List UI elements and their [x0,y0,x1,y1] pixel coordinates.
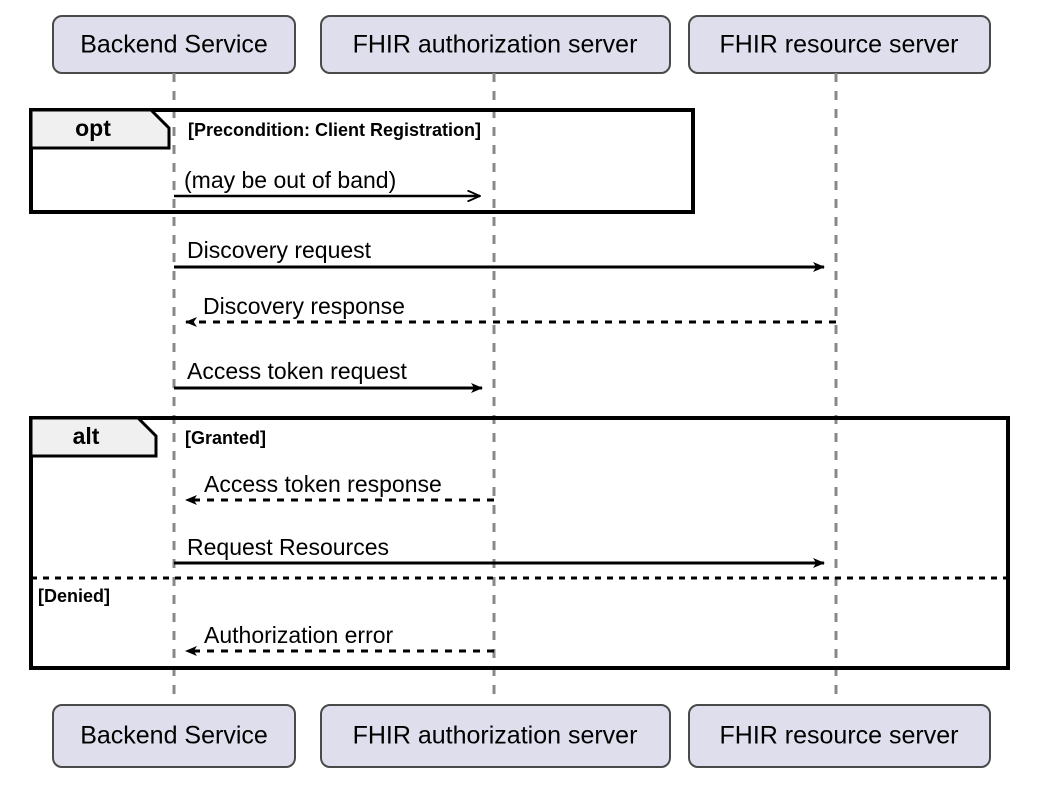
message-authorization-error[interactable]: Authorization error [185,622,494,656]
message-may-be-out-of-band[interactable]: (may be out of band) [174,167,480,196]
participant-footer-group: Backend Service FHIR authorization serve… [52,704,991,768]
message-label: Access token response [204,471,442,497]
message-access-token-response[interactable]: Access token response [185,471,494,505]
participant-label: FHIR resource server [720,722,959,750]
participant-box [52,704,296,768]
message-discovery-request[interactable]: Discovery request [174,237,825,272]
participant-auth-bottom[interactable]: FHIR authorization server [320,704,671,768]
fragment-kind-label: alt [73,423,100,449]
participant-label: Backend Service [80,722,268,750]
fragment-alt-authorization[interactable]: alt [Granted] [Denied] Access token resp… [29,416,1010,670]
message-label: Access token request [187,358,408,384]
fragment-operand-guard-granted: [Granted] [185,428,266,448]
participant-auth-top[interactable]: FHIR authorization server [320,15,671,74]
fragment-operand-guard-denied: [Denied] [38,586,110,606]
fragment-border [29,416,1010,670]
participant-box [688,15,991,74]
fragment-label-tab [29,108,171,150]
fragment-opt-precondition[interactable]: opt [Precondition: Client Registration] … [29,108,695,214]
message-discovery-response[interactable]: Discovery response [185,293,836,327]
message-label: Request Resources [187,534,389,560]
participant-box [320,704,671,768]
participant-backend-bottom[interactable]: Backend Service [52,704,296,768]
participant-label: Backend Service [80,31,268,59]
fragment-kind-label: opt [75,115,111,141]
participant-box [688,704,991,768]
participant-resource-top[interactable]: FHIR resource server [688,15,991,74]
participant-header-group: Backend Service FHIR authorization serve… [52,15,991,74]
fragment-border [29,108,695,214]
participant-resource-bottom[interactable]: FHIR resource server [688,704,991,768]
participant-label: FHIR authorization server [353,31,638,59]
fragment-guard-label: [Precondition: Client Registration] [188,120,481,140]
message-access-token-request[interactable]: Access token request [174,358,483,393]
message-label: Discovery request [187,237,372,263]
message-label: Authorization error [204,622,394,648]
message-request-resources[interactable]: Request Resources [174,534,825,568]
message-label: (may be out of band) [184,167,396,193]
participant-label: FHIR resource server [720,31,959,59]
fragment-label-tab [29,416,158,458]
participant-label: FHIR authorization server [353,722,638,750]
message-label: Discovery response [203,293,405,319]
participant-backend-top[interactable]: Backend Service [52,15,296,74]
